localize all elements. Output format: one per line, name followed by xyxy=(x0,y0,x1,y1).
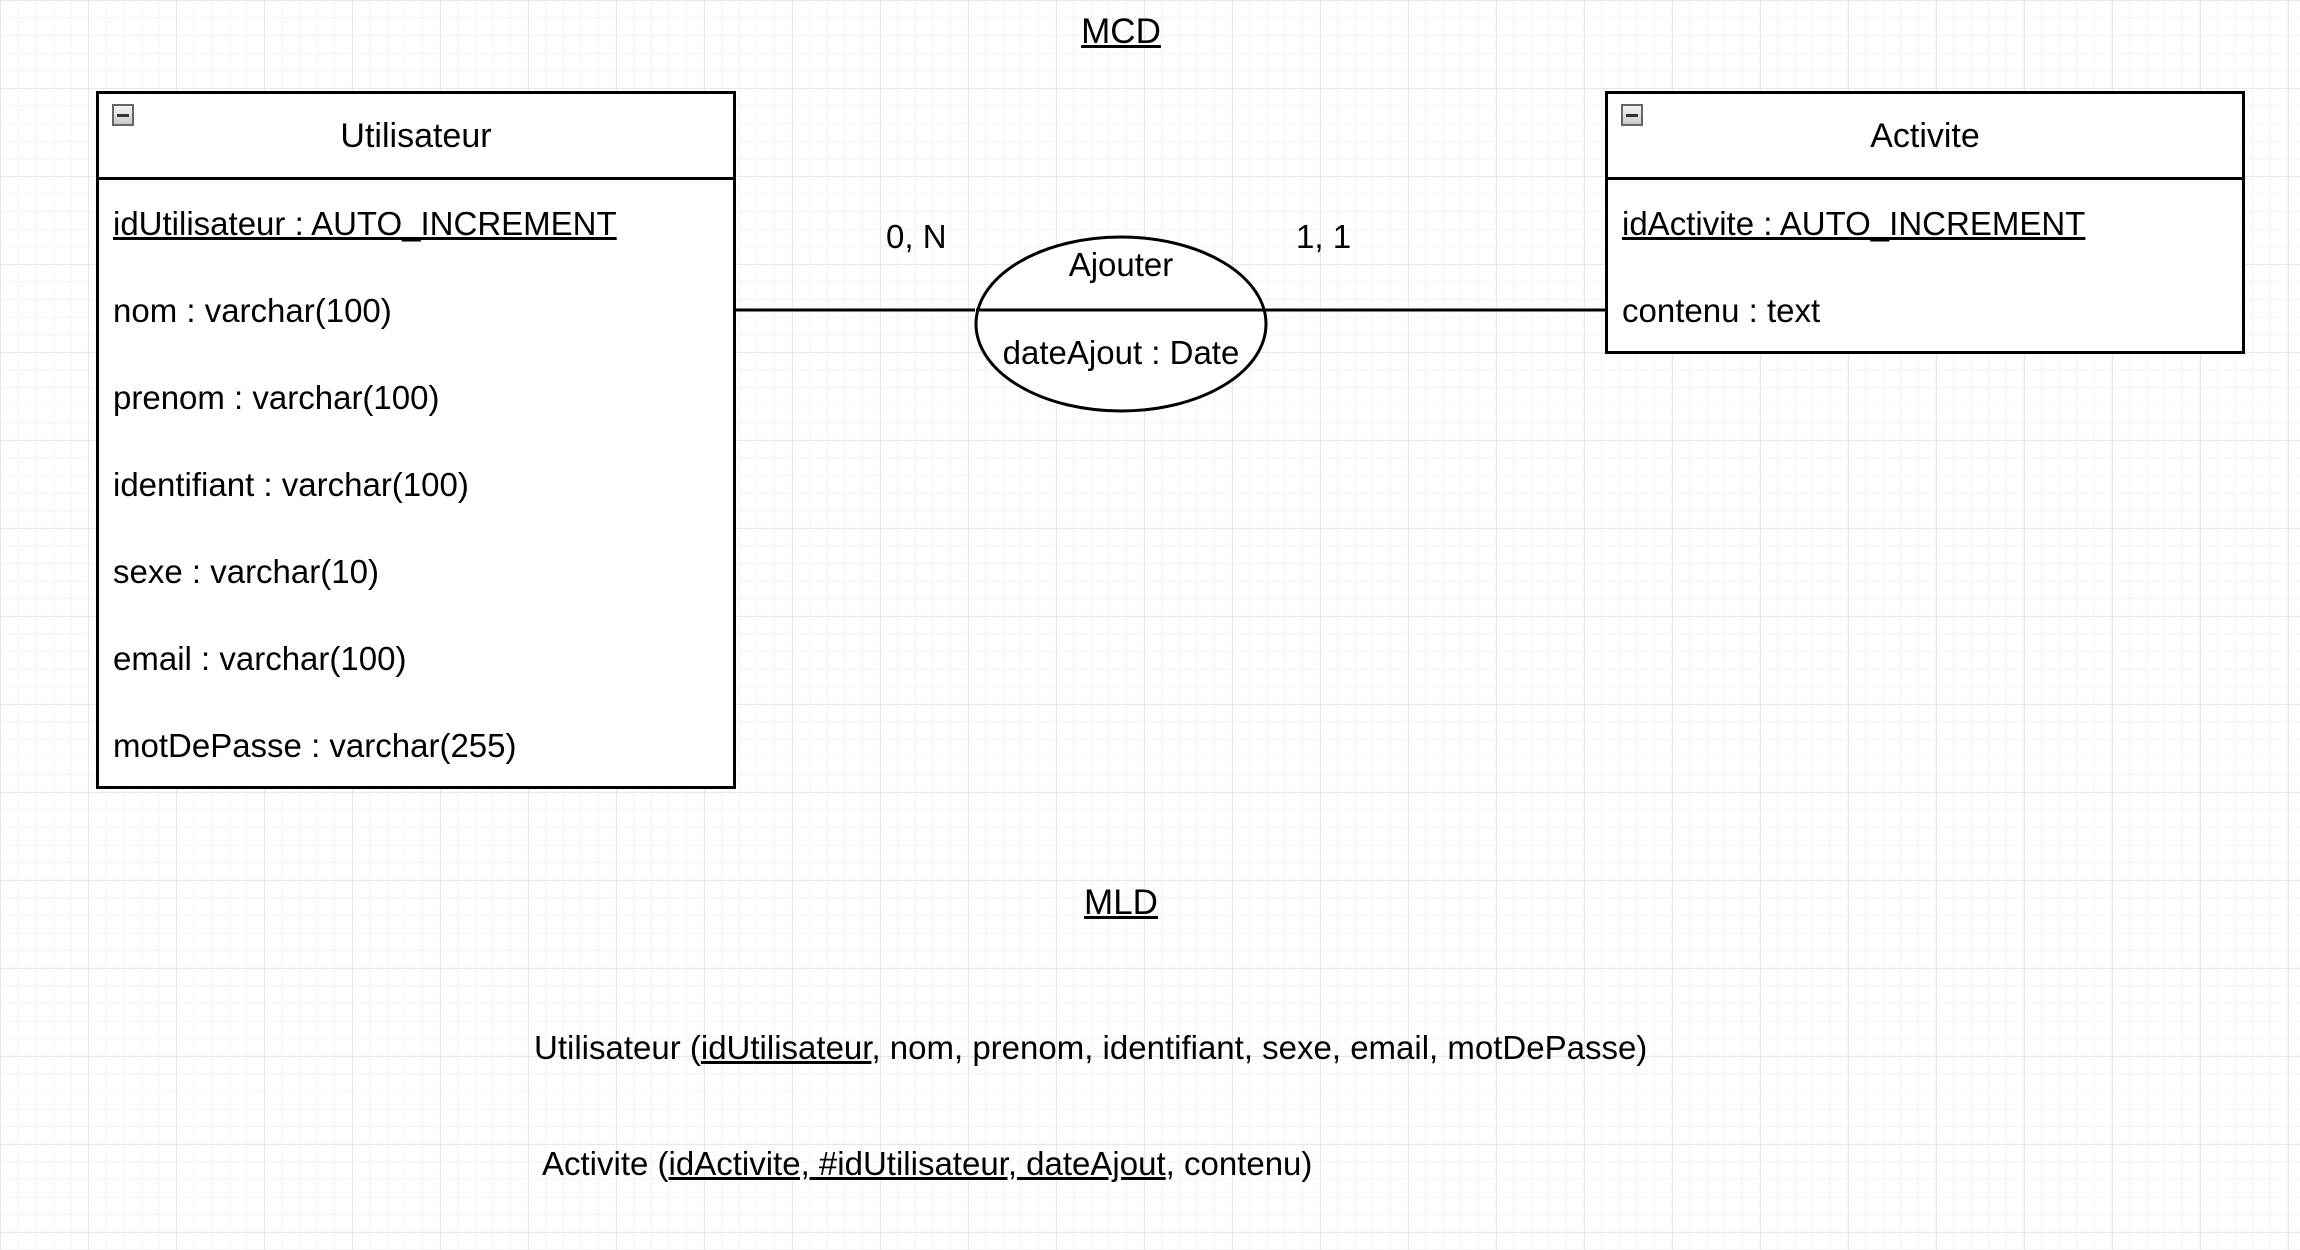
entity-activite[interactable]: Activite idActivite : AUTO_INCREMENT con… xyxy=(1605,91,2245,354)
mld-title: MLD xyxy=(1084,883,1158,922)
attribute-row: motDePasse : varchar(255) xyxy=(113,727,517,764)
mcd-title: MCD xyxy=(1081,12,1161,51)
entity-header: Utilisateur xyxy=(99,94,733,180)
attribute-row: sexe : varchar(10) xyxy=(113,553,379,590)
attribute-row: contenu : text xyxy=(1622,292,1821,329)
mld-rest: , nom, prenom, identifiant, sexe, email,… xyxy=(871,1029,1648,1066)
mld-prefix: Utilisateur ( xyxy=(534,1029,701,1066)
cardinality-right: 1, 1 xyxy=(1296,218,1352,255)
mld-prefix: Activite ( xyxy=(542,1145,669,1182)
mld-activite: Activite (idActivite, #idUtilisateur, da… xyxy=(542,1145,1312,1183)
entity-utilisateur[interactable]: Utilisateur idUtilisateur : AUTO_INCREME… xyxy=(96,91,736,789)
attribute-row: identifiant : varchar(100) xyxy=(113,466,469,503)
collapse-icon[interactable] xyxy=(112,104,134,126)
association-ellipse[interactable] xyxy=(974,235,1268,413)
mld-key: idUtilisateur xyxy=(700,1029,872,1066)
entity-title: Activite xyxy=(1870,117,1980,155)
mld-rest: , contenu) xyxy=(1165,1145,1313,1182)
attribute-row: nom : varchar(100) xyxy=(113,292,392,329)
association-attribute: dateAjout : Date xyxy=(1002,334,1240,371)
attribute-row: idActivite : AUTO_INCREMENT xyxy=(1622,205,2086,242)
collapse-icon[interactable] xyxy=(1621,104,1643,126)
mld-utilisateur: Utilisateur (idUtilisateur, nom, prenom,… xyxy=(534,1029,1647,1067)
mld-key: idActivite, #idUtilisateur, dateAjout xyxy=(668,1145,1166,1182)
attribute-row: prenom : varchar(100) xyxy=(113,379,440,416)
cardinality-left: 0, N xyxy=(886,218,947,255)
attribute-row: email : varchar(100) xyxy=(113,640,407,677)
entity-header: Activite xyxy=(1608,94,2242,180)
attribute-row: idUtilisateur : AUTO_INCREMENT xyxy=(113,205,617,242)
association-name: Ajouter xyxy=(1068,246,1174,283)
entity-title: Utilisateur xyxy=(340,117,492,155)
